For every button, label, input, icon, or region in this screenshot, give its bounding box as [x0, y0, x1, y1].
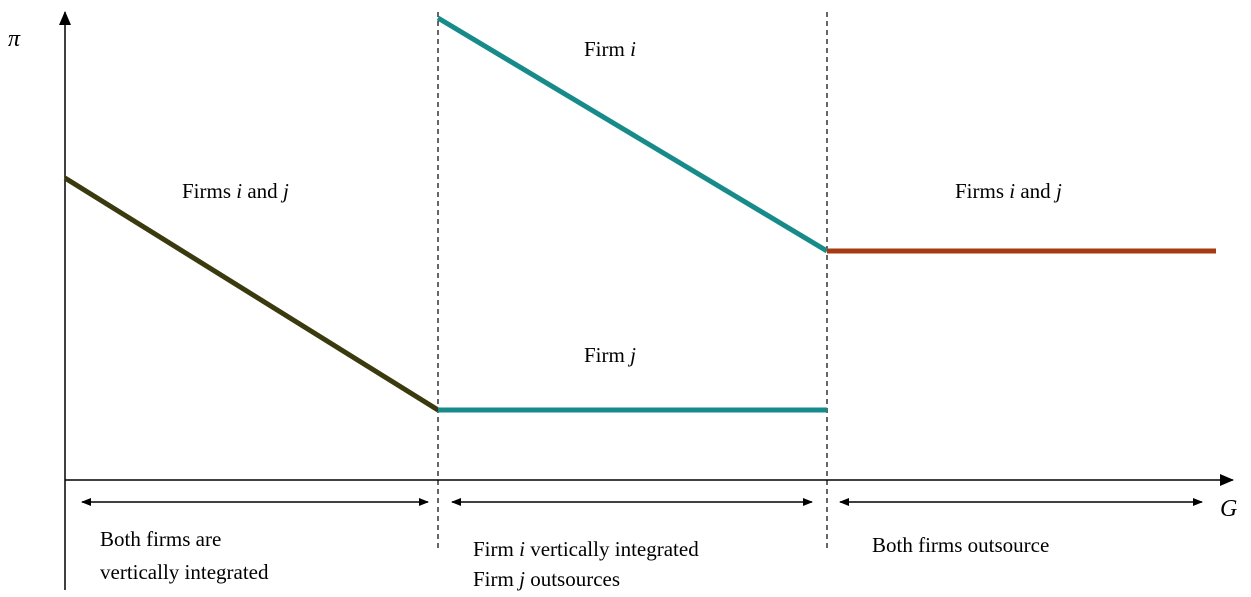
label-firm-j: Firm j [584, 343, 636, 367]
region-right-line1: Both firms outsource [872, 533, 1049, 557]
label-left-region: Firms i and j [182, 179, 289, 203]
region-left-line1: Both firms are [100, 527, 221, 551]
firm-i-line [436, 15, 829, 254]
region-middle-line2: Firm j outsources [473, 567, 620, 591]
label-right-region: Firms i and j [955, 179, 1062, 203]
region-middle-line1: Firm i vertically integrated [473, 537, 699, 561]
y-axis-label: π [8, 26, 21, 52]
region-left-line2: vertically integrated [100, 560, 269, 584]
both-integrated-line [63, 175, 440, 413]
label-firm-i: Firm i [584, 37, 636, 61]
x-axis-label: G [1220, 496, 1237, 522]
